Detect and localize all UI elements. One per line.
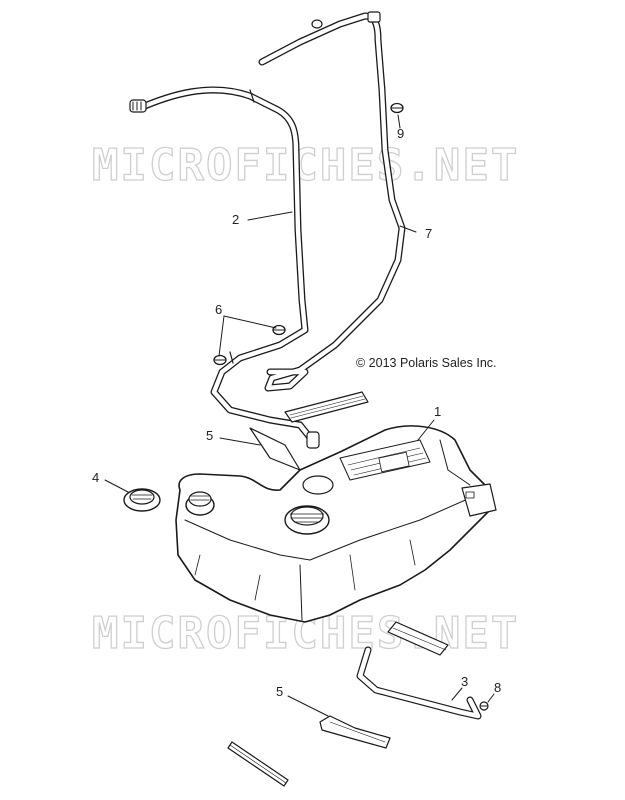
fuel-tank (175, 425, 497, 623)
tank-top-strip (284, 391, 369, 423)
fuel-cap (123, 488, 161, 512)
callout-9: 9 (397, 126, 404, 141)
clip-6-lower (213, 354, 227, 366)
callout-5-lower: 5 (276, 684, 283, 699)
bottom-strip (227, 741, 289, 787)
pad-5-upper (249, 427, 301, 471)
strap-3 (356, 646, 482, 720)
callout-5-upper: 5 (206, 428, 213, 443)
callout-8: 8 (494, 680, 501, 695)
clip-top (311, 19, 323, 29)
callout-3: 3 (461, 674, 468, 689)
clip-6-upper (272, 324, 286, 336)
copyright-notice: © 2013 Polaris Sales Inc. (356, 356, 497, 370)
watermark-top: MICROFICHES.NET (92, 140, 519, 191)
callout-6: 6 (215, 302, 222, 317)
vent-hose-2 (129, 86, 320, 449)
callout-2: 2 (232, 212, 239, 227)
callout-1: 1 (434, 404, 441, 419)
tank-bottom-pad (387, 621, 449, 656)
screw-8 (479, 701, 489, 711)
clip-9 (390, 102, 404, 114)
callout-7: 7 (425, 226, 432, 241)
callout-4: 4 (92, 470, 99, 485)
pad-5-lower (319, 715, 391, 749)
vent-hose-7 (258, 11, 406, 392)
leader-lines (104, 114, 495, 717)
